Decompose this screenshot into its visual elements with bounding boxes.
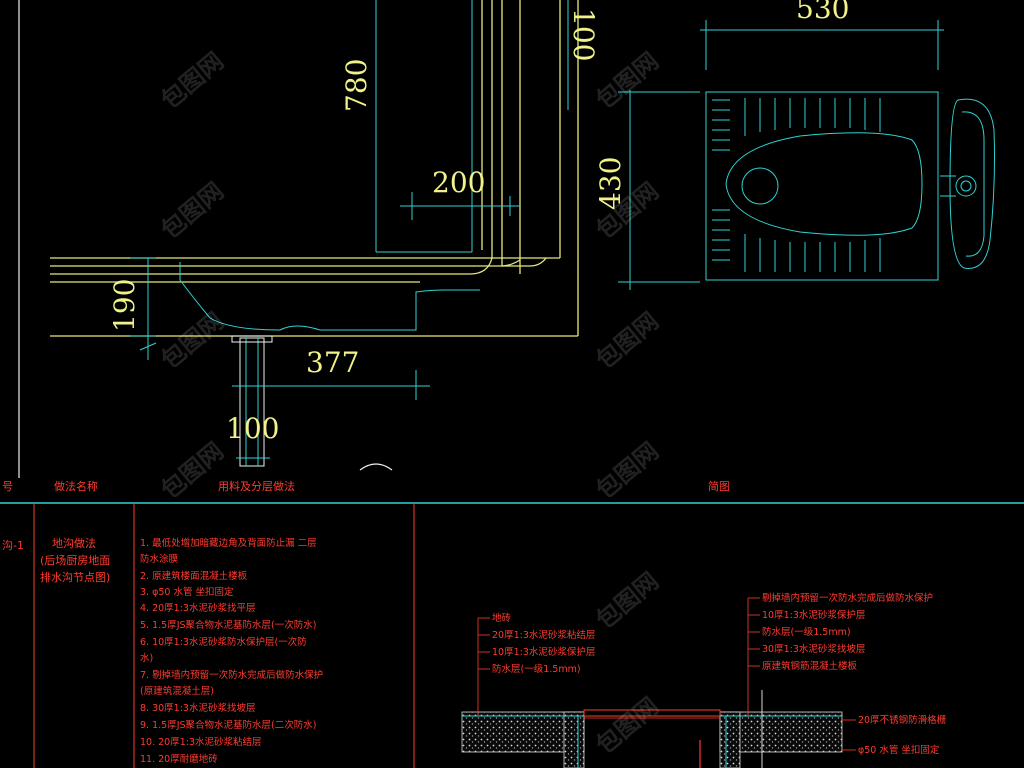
step-line: 8. 30厚1:3水泥砂浆找坡层 xyxy=(140,702,255,714)
watermark-text: 包图网 xyxy=(591,437,664,505)
dim-100-bottom: 100 xyxy=(226,412,279,445)
step-line: 11. 20厚耐磨地砖 xyxy=(140,753,218,765)
header-sketch: 简图 xyxy=(708,479,730,493)
watermark-text: 包图网 xyxy=(591,47,664,115)
sketch-label-right: 剔掉墙内预留一次防水完成后做防水保护 xyxy=(762,592,933,604)
watermark-text: 包图网 xyxy=(156,437,229,505)
sketch-label-pipe: φ50 水管 坐扣固定 xyxy=(858,744,940,756)
step-line: 5. 1.5厚JS聚合物水泥基防水层(一次防水) xyxy=(140,619,316,631)
step-line: 7. 剔掉墙内预留一次防水完成后做防水保护 xyxy=(140,669,323,681)
step-line: 水) xyxy=(140,652,153,664)
step-line: (原建筑混凝土层) xyxy=(140,685,214,697)
watermark-text: 包图网 xyxy=(156,177,229,245)
row-name-line-1: 地沟做法 xyxy=(52,536,96,550)
row-name-line-2: (后场厨房地面 xyxy=(40,553,110,567)
step-line: 4. 20厚1:3水泥砂浆找平层 xyxy=(140,602,255,614)
step-line: 1. 最低处增加暗藏边角及背面防止漏 二层 xyxy=(140,537,317,549)
row-name-line-3: 排水沟节点图) xyxy=(40,570,110,584)
sketch-label-left: 10厚1:3水泥砂浆保护层 xyxy=(492,646,595,658)
steps-list: 1. 最低处增加暗藏边角及背面防止漏 二层 防水涂膜 2. 原建筑楼面混凝土楼板… xyxy=(140,537,323,765)
dim-100-top: 100 xyxy=(567,8,600,61)
drain-plan xyxy=(50,0,579,467)
step-line: 3. φ50 水管 坐扣固定 xyxy=(140,586,234,598)
step-line: 2. 原建筑楼面混凝土楼板 xyxy=(140,570,248,582)
plan-dimension-lines xyxy=(130,0,569,459)
watermark-text: 包图网 xyxy=(591,307,664,375)
sketch-label-grate: 20厚不锈钢防滑格栅 xyxy=(858,714,947,726)
dim-530: 530 xyxy=(796,0,849,25)
watermark-text: 包图网 xyxy=(156,307,229,375)
dim-200: 200 xyxy=(432,166,485,199)
header-method: 用料及分层做法 xyxy=(218,479,295,493)
header-code: 号 xyxy=(2,480,13,493)
watermark-text: 包图网 xyxy=(591,567,664,635)
sketch-label-left: 20厚1:3水泥砂浆粘结层 xyxy=(492,629,595,641)
dim-430: 430 xyxy=(594,157,627,210)
spec-table xyxy=(0,502,1024,768)
sketch-label-right: 防水层(一级1.5mm) xyxy=(762,626,851,638)
sketch-label-left: 地砖 xyxy=(492,612,512,624)
sketch-label-right: 30厚1:3水泥砂浆找坡层 xyxy=(762,643,865,655)
step-line: 6. 10厚1:3水泥砂浆防水保护层(一次防 xyxy=(140,636,307,648)
watermark-text: 包图网 xyxy=(156,47,229,115)
row-code: 沟-1 xyxy=(2,539,24,552)
step-line: 9. 1.5厚JS聚合物水泥基防水层(二次防水) xyxy=(140,719,316,731)
watermark-text: 包图网 xyxy=(591,692,664,760)
squat-toilet xyxy=(618,20,995,290)
step-line: 防水涂膜 xyxy=(140,553,179,565)
dim-780: 780 xyxy=(340,59,373,112)
sketch-label-right: 10厚1:3水泥砂浆保护层 xyxy=(762,609,865,621)
step-line: 10. 20厚1:3水泥砂浆粘结层 xyxy=(140,736,262,748)
sketch-label-left: 防水层(一级1.5mm) xyxy=(492,663,581,675)
dim-190: 190 xyxy=(108,279,141,332)
header-name: 做法名称 xyxy=(54,479,98,493)
dim-377: 377 xyxy=(306,346,359,379)
section-sketch xyxy=(461,597,856,768)
sketch-label-right: 原建筑钢筋混凝土楼板 xyxy=(762,660,858,672)
